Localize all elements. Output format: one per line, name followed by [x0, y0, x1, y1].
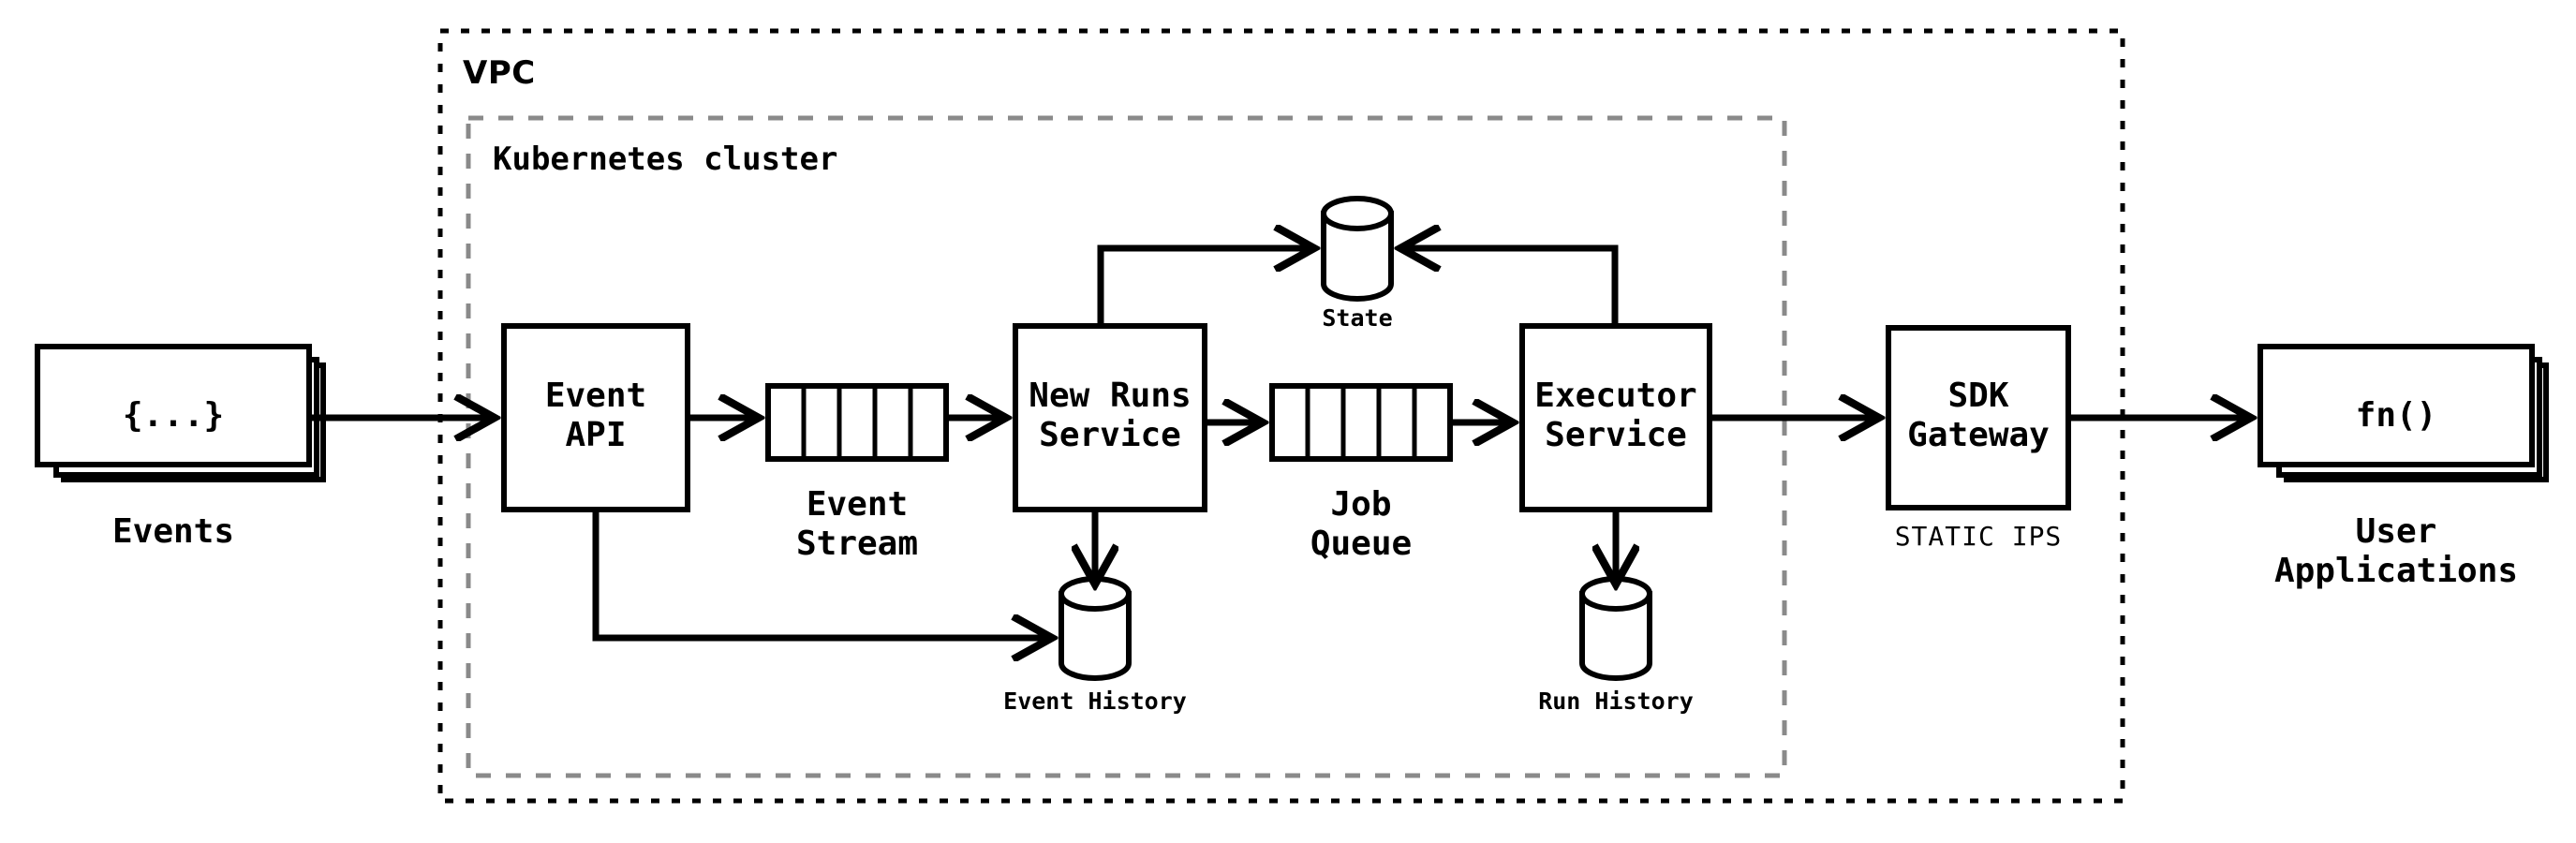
edge-event-api-to-event-history — [592, 510, 1051, 638]
new-runs-service-box — [1013, 323, 1207, 512]
event-history-cylinder — [1059, 576, 1132, 681]
sdk-gateway-box — [1886, 325, 2071, 510]
user-applications-node — [2258, 344, 2549, 482]
run-history-cylinder — [1579, 576, 1652, 681]
event-api-box — [501, 323, 690, 512]
job-queue — [1269, 383, 1453, 462]
edge-executor-to-state — [1401, 248, 1619, 326]
kubernetes-cluster-zone-label: Kubernetes cluster — [493, 140, 838, 178]
executor-service-box — [1519, 323, 1712, 512]
state-cylinder — [1321, 196, 1394, 302]
vpc-zone-label: VPC — [463, 54, 536, 92]
event-stream-queue — [765, 383, 949, 462]
edge-new-runs-to-state — [1097, 248, 1313, 326]
events-node — [35, 344, 326, 482]
